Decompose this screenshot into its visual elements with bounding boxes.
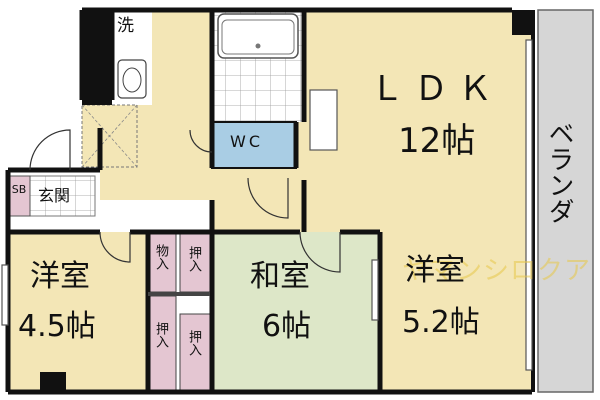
veranda-label: ベランダ [544,120,574,224]
entrance-floor [29,175,96,217]
western-room-left-size: 4.5帖 [18,309,96,344]
japanese-room-floor [212,232,378,392]
kitchen-counter [309,89,338,151]
ldk-size: 12帖 [398,121,476,161]
windows [1,39,533,371]
shoe-box [7,175,31,217]
western-room-left-floor [8,232,146,392]
veranda-area [537,9,594,393]
closet-label-2: 押入 [153,322,168,348]
closet-label-1: 押入 [186,246,201,272]
closet-upper-right [179,233,211,293]
entrance-label: 玄関 [38,186,71,205]
watermark: ヤマンシロクア [402,256,592,286]
closet-lower-left [147,295,177,391]
main-floor [82,10,532,392]
shoe-box-label: SB [11,183,27,196]
western-room-right-label: 洋室 [405,253,465,288]
storage-label: 物入 [153,244,168,270]
washbasin [117,59,147,99]
door-swings [29,129,341,273]
japanese-room-label: 和室 [250,259,310,294]
wc-label: WC [230,132,263,151]
bathtub [217,13,299,59]
ldk-label: ＬＤＫ [370,69,502,109]
closet-label-3: 押入 [186,330,201,356]
western-room-left-label: 洋室 [30,259,90,294]
wc-room [211,121,297,169]
western-room-right-size: 5.2帖 [402,305,480,340]
laundry-label: 洗 [117,16,134,36]
japanese-room-size: 6帖 [262,309,312,344]
